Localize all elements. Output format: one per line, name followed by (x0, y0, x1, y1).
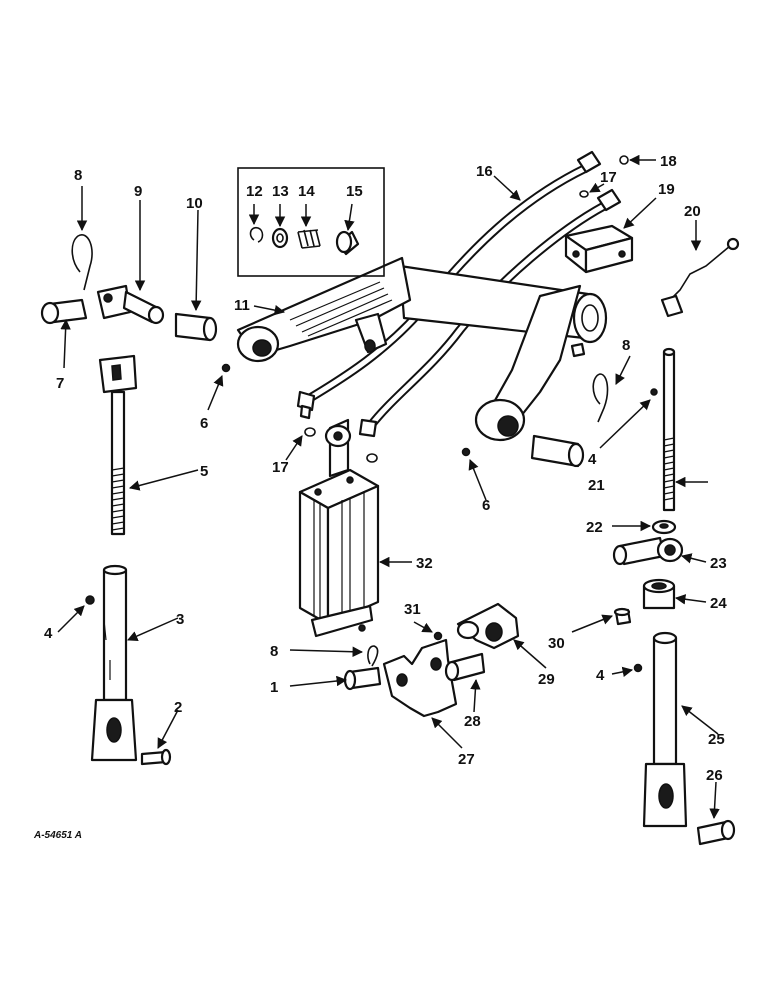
grease-fitting-31[interactable] (433, 631, 443, 641)
callout-20: 20 (684, 203, 701, 220)
callout-17-lower: 17 (272, 459, 289, 476)
callout-21: 21 (588, 477, 605, 494)
callout-11: 11 (234, 297, 250, 314)
lift-link-25[interactable] (642, 631, 688, 828)
pin-2[interactable] (140, 748, 172, 766)
callout-24: 24 (710, 595, 727, 612)
callout-28: 28 (464, 713, 481, 730)
bushing-right[interactable] (530, 434, 585, 468)
callout-29: 29 (538, 671, 555, 688)
grease-fitting-4-left[interactable] (85, 595, 95, 605)
callout-8-top: 8 (74, 167, 82, 184)
grease-fitting-4-mid (650, 388, 658, 396)
o-ring-17-top[interactable] (579, 190, 589, 198)
hair-pin-8-right[interactable] (592, 373, 609, 423)
clevis-29[interactable] (456, 602, 520, 650)
eye-bolt-9[interactable] (96, 284, 165, 325)
hydraulic-cylinder-32[interactable] (298, 418, 380, 638)
hair-pin-8-cylinder[interactable] (367, 645, 379, 667)
leader-lines (57, 154, 720, 820)
rockshaft-assembly[interactable] (236, 256, 608, 442)
callout-13: 13 (272, 183, 289, 200)
callout-30: 30 (548, 635, 565, 652)
callout-5: 5 (200, 463, 208, 480)
callout-labels: 8 9 10 7 12 13 14 15 11 6 16 18 17 19 20… (44, 153, 727, 784)
parts-box-12-15 (237, 167, 385, 277)
adjusting-rod-21[interactable] (662, 347, 676, 512)
pin-1[interactable] (343, 666, 382, 691)
pin-26[interactable] (696, 819, 736, 846)
pin-28[interactable] (444, 652, 486, 682)
callout-7: 7 (56, 375, 64, 392)
callout-4-mid: 4 (588, 451, 597, 468)
callout-2: 2 (174, 699, 182, 716)
cylinder-bracket-27[interactable] (382, 638, 458, 718)
washer-22[interactable] (651, 519, 677, 535)
hydraulic-hose-19-line[interactable] (358, 188, 622, 438)
washer-13[interactable] (271, 227, 289, 249)
callout-22: 22 (586, 519, 603, 536)
callout-8-right: 8 (622, 337, 630, 354)
grease-fitting-6-right[interactable] (461, 447, 471, 457)
o-ring-17-lower[interactable] (304, 427, 316, 437)
callout-12: 12 (246, 183, 263, 200)
control-handle-20[interactable] (660, 237, 740, 318)
drawing-reference: A-54651 A (33, 830, 82, 841)
callout-6-right: 6 (482, 497, 490, 514)
o-ring-18[interactable] (619, 155, 629, 165)
callout-14: 14 (298, 183, 315, 200)
collar-24[interactable] (642, 578, 676, 610)
grease-fitting-4-right (633, 663, 643, 673)
hair-pin-8[interactable] (71, 234, 93, 291)
callout-3: 3 (176, 611, 184, 628)
callout-25: 25 (708, 731, 725, 748)
callout-27: 27 (458, 751, 475, 768)
callout-1: 1 (270, 679, 278, 696)
callout-18: 18 (660, 153, 677, 170)
callout-15: 15 (346, 183, 363, 200)
adjusting-rod-5[interactable] (98, 354, 138, 536)
plug-15[interactable] (335, 230, 360, 256)
bushing-10[interactable] (174, 312, 218, 342)
set-screw-30[interactable] (613, 607, 632, 626)
clevis-pin-7[interactable] (40, 298, 88, 325)
callout-4-left: 4 (44, 625, 53, 642)
callout-17-top: 17 (600, 169, 617, 186)
callout-16: 16 (476, 163, 493, 180)
callout-6-left: 6 (200, 415, 208, 432)
callout-32: 32 (416, 555, 433, 572)
callout-4-right: 4 (596, 667, 605, 684)
swivel-23[interactable] (612, 536, 684, 566)
callout-26: 26 (706, 767, 723, 784)
callout-10: 10 (186, 195, 203, 212)
spring-14[interactable] (297, 229, 321, 249)
callout-19: 19 (658, 181, 675, 198)
manifold-block-19[interactable] (564, 224, 634, 274)
lift-link-3[interactable] (90, 564, 138, 762)
grease-fitting-6-left[interactable] (221, 363, 231, 373)
retainer-12[interactable] (249, 226, 264, 243)
callout-8-cylinder: 8 (270, 643, 278, 660)
callout-9: 9 (134, 183, 142, 200)
callout-23: 23 (710, 555, 727, 572)
callout-31: 31 (404, 601, 421, 618)
